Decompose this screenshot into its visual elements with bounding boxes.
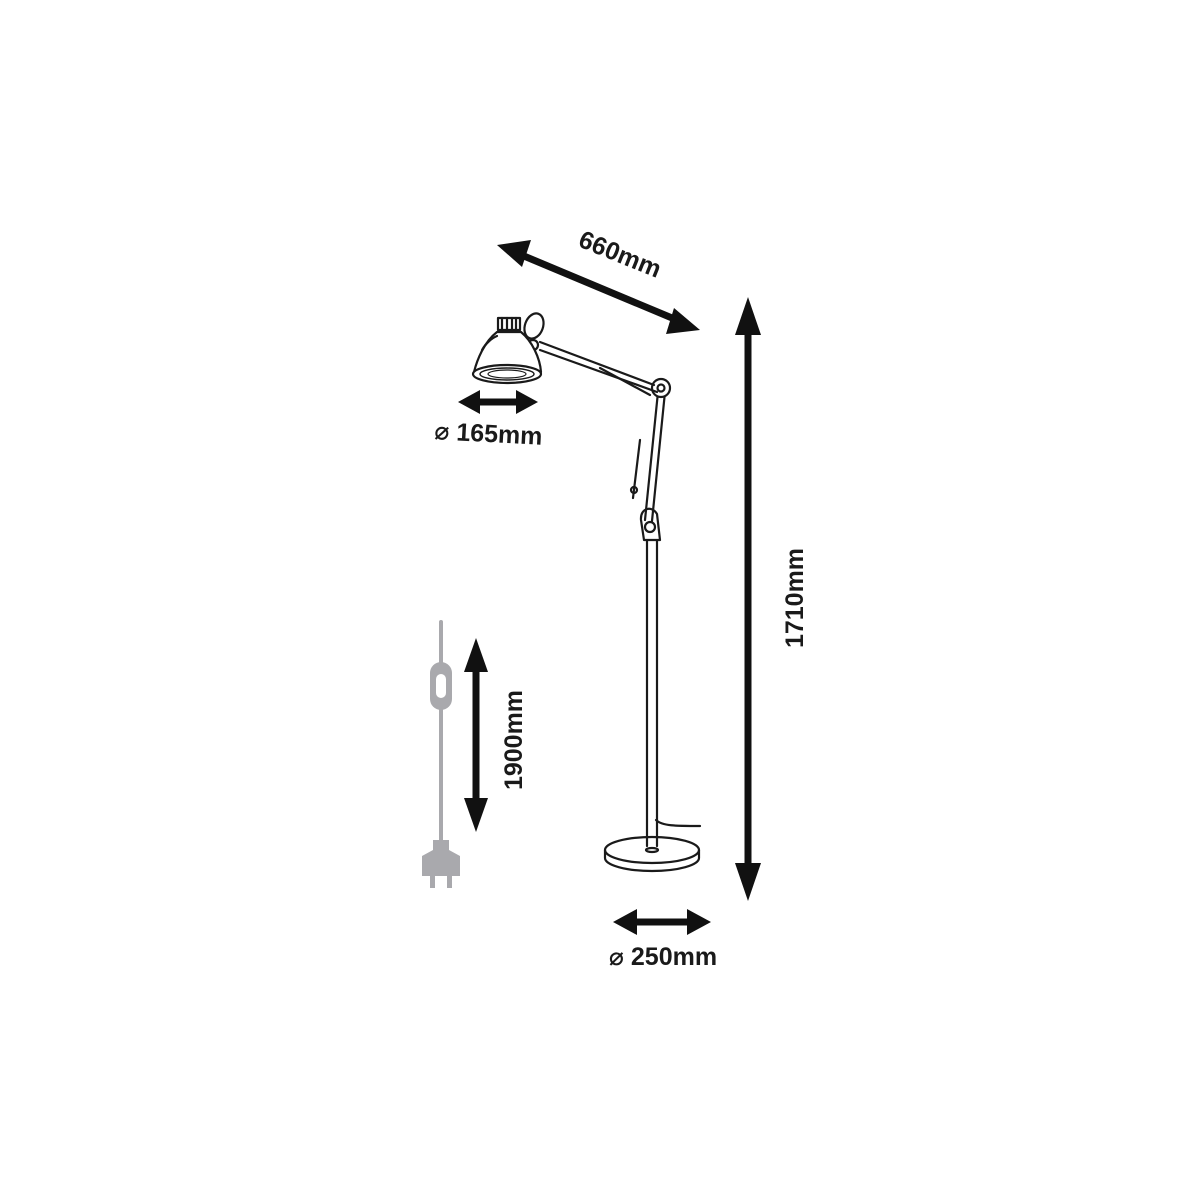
shade-diameter-label: ⌀ 165mm xyxy=(434,417,543,451)
arm-reach-label: 660mm xyxy=(575,225,665,283)
lamp-base xyxy=(603,835,701,873)
total-height-label: 1710mm xyxy=(781,548,809,648)
power-plug-icon xyxy=(422,840,460,888)
lamp-power-cord xyxy=(654,818,702,828)
floor-lamp-drawing xyxy=(471,312,702,873)
lamp-upper-arm xyxy=(538,340,659,397)
lamp-elbow-joint xyxy=(650,377,672,399)
base-diameter-label: ⌀ 250mm xyxy=(609,943,717,971)
base-diameter-arrow xyxy=(613,909,711,935)
lamp-pole-joint xyxy=(639,507,662,542)
cable-switch-slot xyxy=(436,674,446,698)
lamp-pole xyxy=(645,538,659,848)
lamp-shade xyxy=(471,316,543,385)
shade-diameter-arrow xyxy=(458,390,538,414)
lamp-lower-arm xyxy=(629,390,667,523)
cable-length-label: 1900mm xyxy=(500,690,528,790)
cable-length-arrow xyxy=(464,638,488,832)
arm-reach-arrow xyxy=(497,240,700,334)
total-height-arrow xyxy=(735,297,761,901)
dimension-arrows xyxy=(458,240,761,935)
cable-and-plug xyxy=(422,620,460,888)
